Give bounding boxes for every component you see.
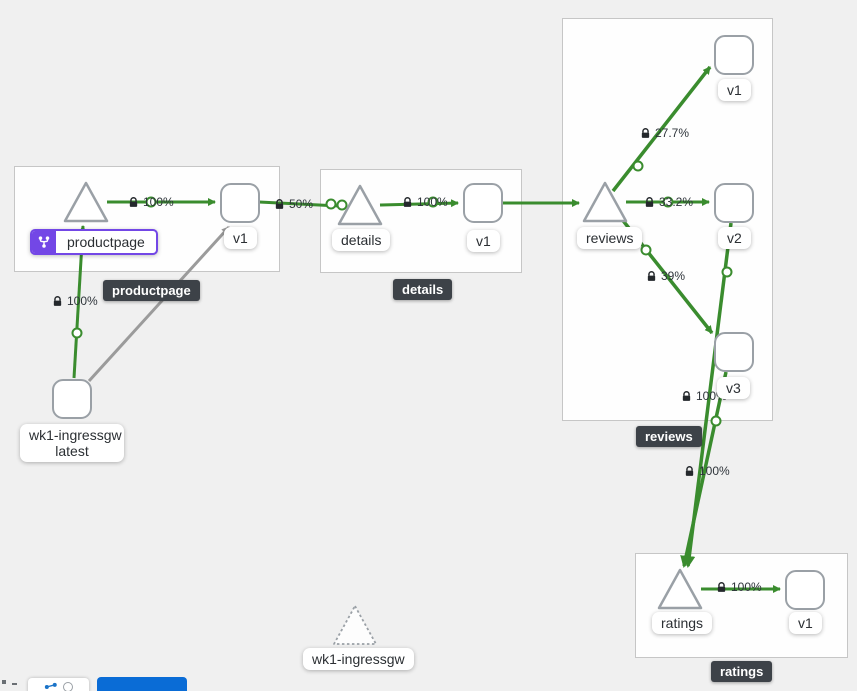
toolbar-graph-button[interactable] xyxy=(28,678,89,691)
node-idle-service-triangle[interactable] xyxy=(333,605,377,645)
lock-icon xyxy=(275,198,284,209)
lock-icon xyxy=(129,196,138,207)
lock-icon xyxy=(685,465,694,476)
graph-icon xyxy=(44,682,57,689)
node-details-service-triangle[interactable] xyxy=(337,184,383,226)
node-label-details-service[interactable]: details xyxy=(332,229,391,251)
node-label-details-v1[interactable]: v1 xyxy=(467,230,500,252)
edge-percent: 50% xyxy=(289,197,314,211)
edge-percent: 100% xyxy=(699,464,730,478)
group-badge-productpage: productpage xyxy=(103,280,200,301)
lock-icon xyxy=(641,127,650,138)
node-reviews-service-triangle[interactable] xyxy=(582,181,628,223)
edge-reviews-v3-to-ratings[interactable] xyxy=(680,371,728,568)
edge-percent: 100% xyxy=(731,580,762,594)
node-label-reviews-v2[interactable]: v2 xyxy=(718,227,751,249)
edge-label-ingress-productpage: 100% xyxy=(52,294,98,308)
node-productpage-service-triangle[interactable] xyxy=(63,181,109,223)
ingress-workload-name: wk1-ingressgw xyxy=(29,427,122,443)
edge-label-v2-ratings: 100% xyxy=(684,464,730,478)
toolbar-fragment-icon[interactable] xyxy=(2,680,6,684)
node-productpage-v1-square[interactable] xyxy=(220,183,260,223)
toolbar-primary-button[interactable] xyxy=(97,677,187,691)
edge-percent: 100% xyxy=(67,294,98,308)
group-badge-reviews: reviews xyxy=(636,426,702,447)
node-label-reviews-v3[interactable]: v3 xyxy=(717,377,750,399)
virtual-service-icon xyxy=(32,231,56,253)
ingress-workload-version: latest xyxy=(55,443,89,459)
edge-percent: 100% xyxy=(417,195,448,209)
lock-icon xyxy=(682,390,691,401)
group-badge-details: details xyxy=(393,279,453,300)
node-ratings-v1-square[interactable] xyxy=(785,570,825,610)
node-label-text: productpage xyxy=(67,234,145,250)
node-label-reviews-v1[interactable]: v1 xyxy=(718,79,751,101)
edge-label-details-v1: 100% xyxy=(402,195,448,209)
edge-label-reviews-v3: 39% xyxy=(646,269,685,283)
node-reviews-v2-square[interactable] xyxy=(714,183,754,223)
node-reviews-v1-square[interactable] xyxy=(714,35,754,75)
edge-label-reviews-v1: 27.7% xyxy=(640,126,689,140)
edge-percent: 27.7% xyxy=(655,126,690,140)
edge-label-productpage-v1-details: 50% xyxy=(274,197,313,211)
node-ingress-workload-square[interactable] xyxy=(52,379,92,419)
node-label-idle-service[interactable]: wk1-ingressgw xyxy=(303,648,414,670)
edge-circle-markers xyxy=(71,160,733,427)
lock-icon xyxy=(645,196,654,207)
node-label-ratings-service[interactable]: ratings xyxy=(652,612,713,634)
circle-icon xyxy=(63,682,73,691)
lock-icon xyxy=(403,196,412,207)
node-label-ratings-v1[interactable]: v1 xyxy=(789,612,822,634)
node-details-v1-square[interactable] xyxy=(463,183,503,223)
toolbar-fragment-icon[interactable] xyxy=(12,683,17,685)
edge-percent: 100% xyxy=(143,195,174,209)
edge-label-reviews-v2: 33.2% xyxy=(644,195,693,209)
edge-ingress-to-productpage-v1[interactable] xyxy=(87,225,231,383)
node-reviews-v3-square[interactable] xyxy=(714,332,754,372)
lock-icon xyxy=(647,270,656,281)
node-label-ingress-workload[interactable]: wk1-ingressgw latest xyxy=(20,424,124,462)
node-ratings-service-triangle[interactable] xyxy=(657,568,703,610)
node-label-productpage-v1[interactable]: v1 xyxy=(224,227,257,249)
edge-reviews-to-v1[interactable] xyxy=(611,65,712,193)
lock-icon xyxy=(53,295,62,306)
edge-details-to-v1[interactable] xyxy=(379,199,459,208)
edge-label-ratings-v1: 100% xyxy=(716,580,762,594)
edge-percent: 33.2% xyxy=(659,195,694,209)
group-badge-ratings: ratings xyxy=(711,661,773,682)
edge-label-productpage-v1: 100% xyxy=(128,195,174,209)
node-label-productpage-service[interactable]: productpage xyxy=(30,229,158,255)
node-label-reviews-service[interactable]: reviews xyxy=(577,227,643,249)
edge-percent: 39% xyxy=(661,269,686,283)
lock-icon xyxy=(717,581,726,592)
